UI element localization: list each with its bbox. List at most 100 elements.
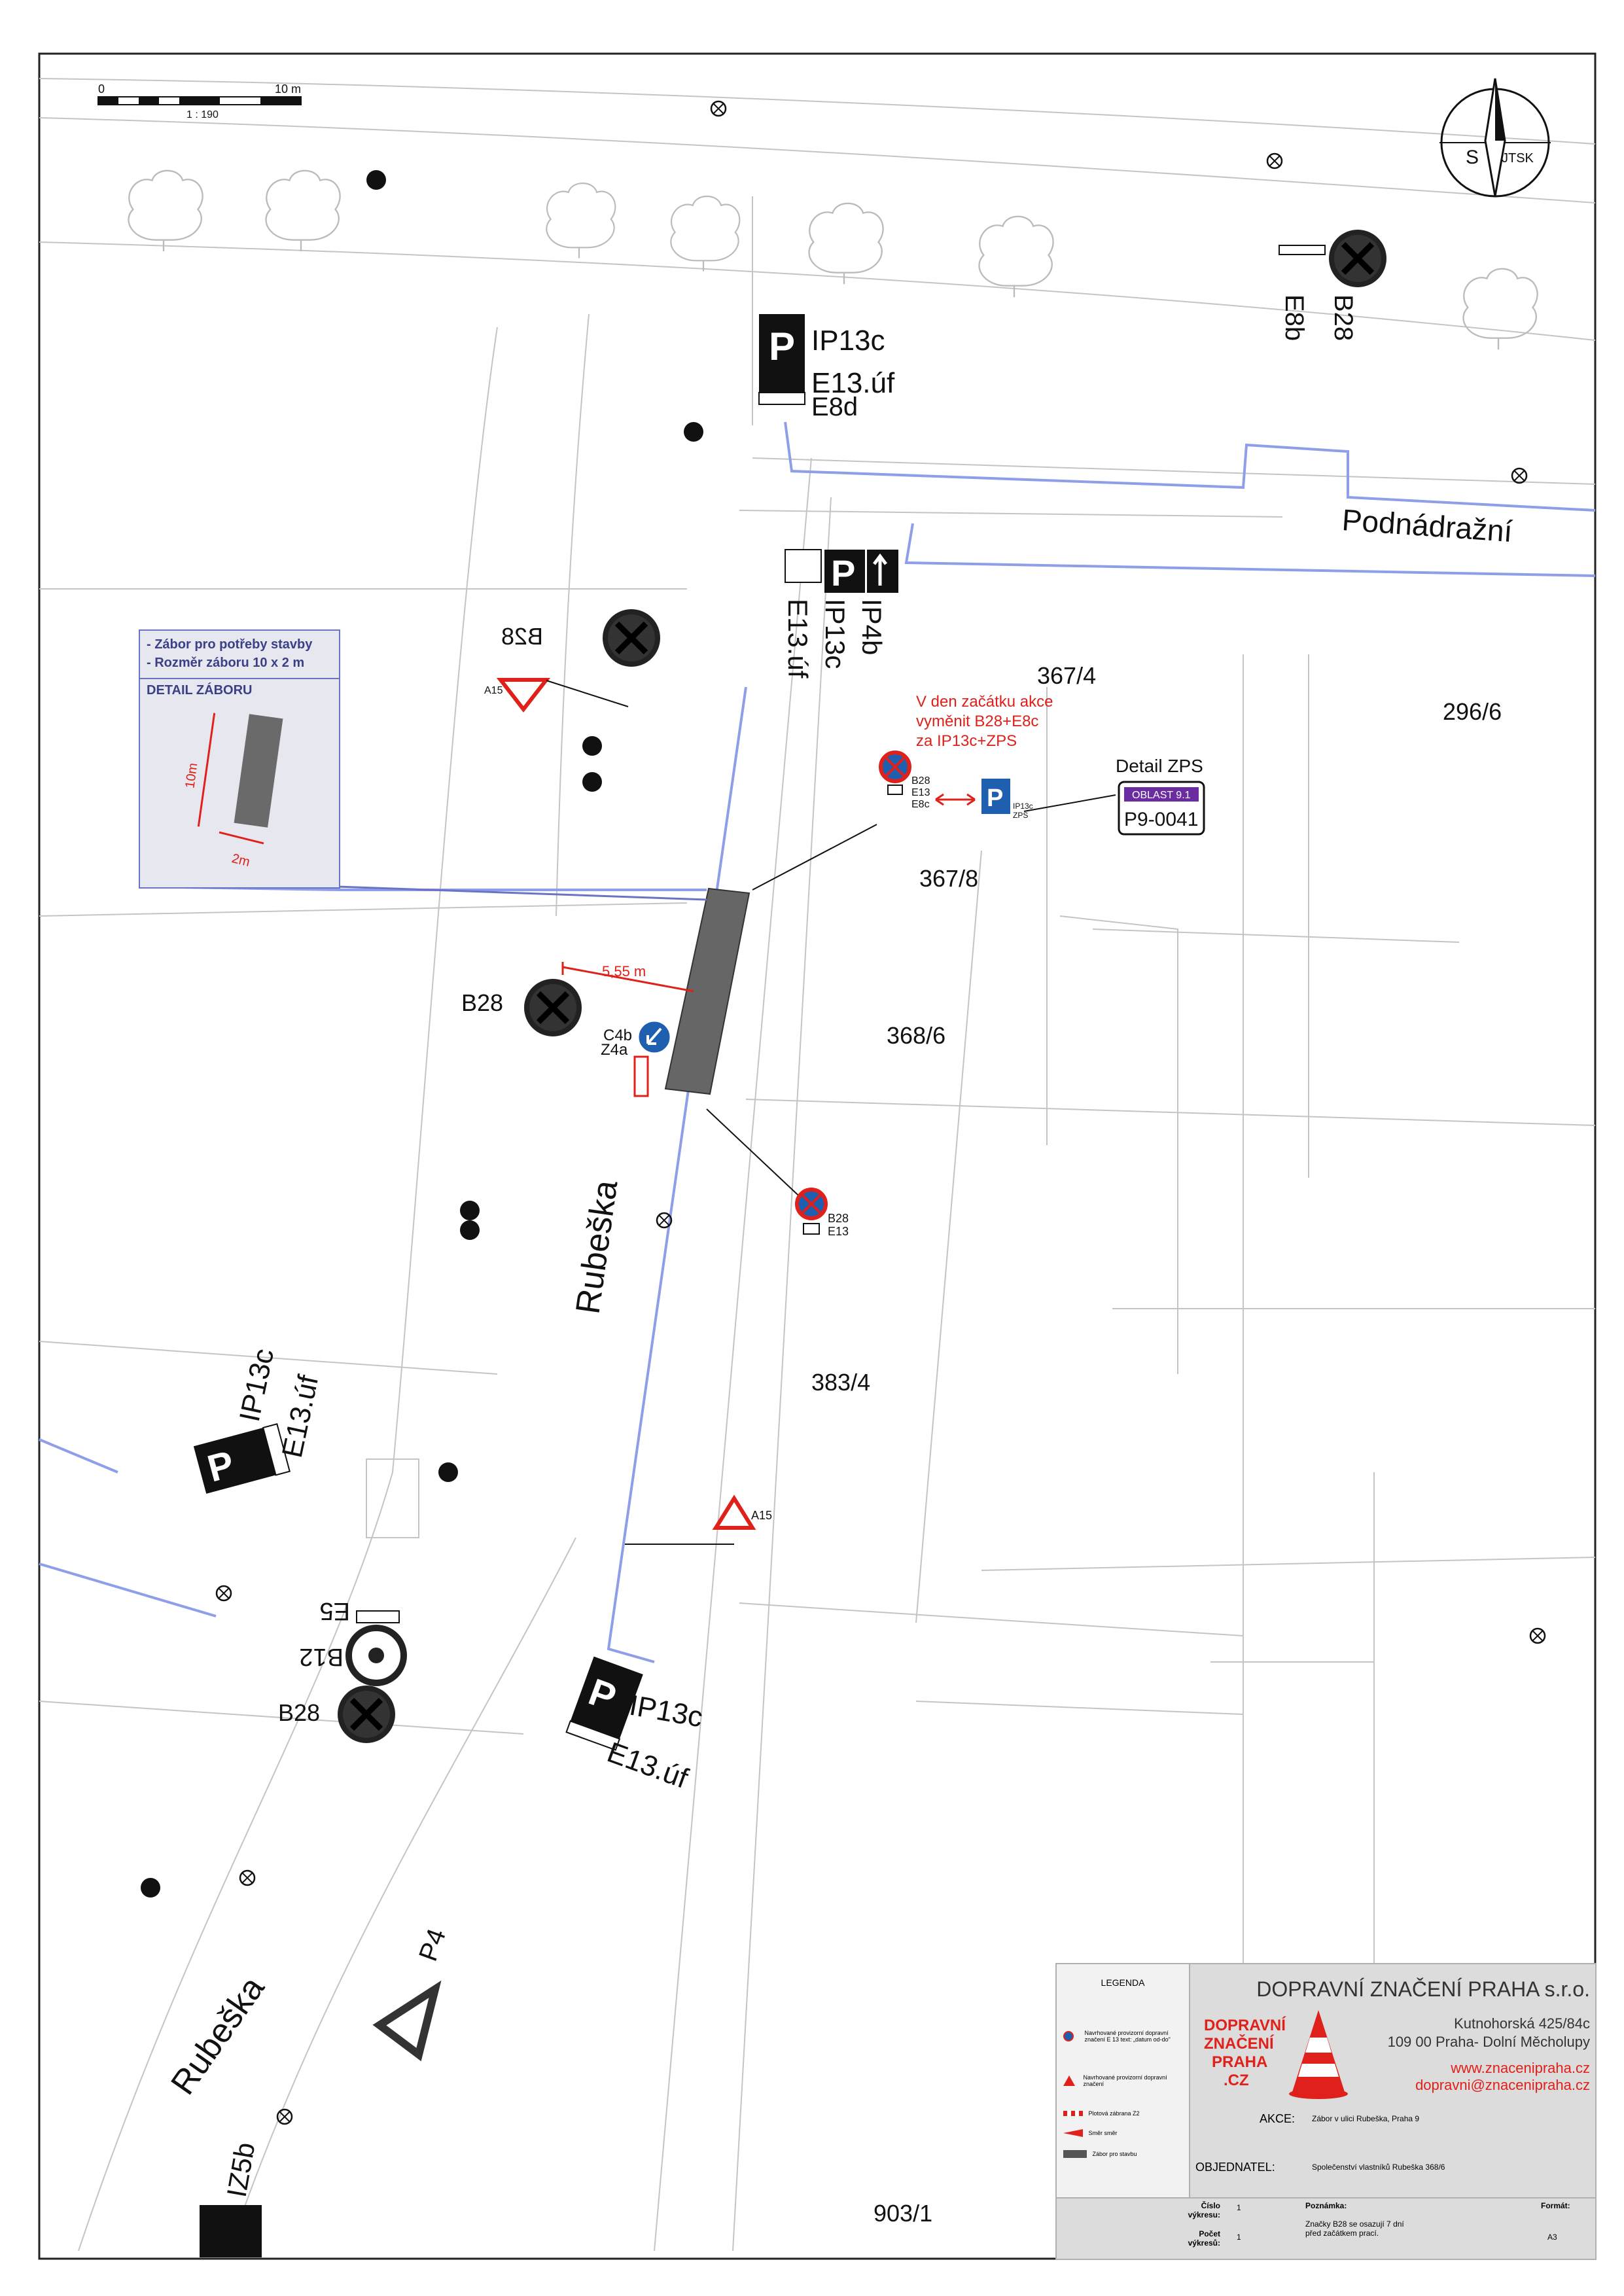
ip13c-ip4b-sign: P IP13c IP4b E13.úf: [783, 549, 898, 679]
street-podnadrazni: Podnádražní: [1341, 503, 1513, 548]
parcel-296-6: 296/6: [1443, 698, 1502, 725]
traffic-cone-icon: [1289, 2010, 1348, 2099]
detail-dim-length: 10m: [183, 762, 201, 790]
detail-zps-title: Detail ZPS: [1116, 756, 1203, 776]
repl-e13-label: E13: [911, 787, 930, 798]
scale-end: 10 m: [275, 82, 301, 96]
format-label: Formát:: [1541, 2201, 1570, 2210]
scale-start: 0: [98, 82, 105, 96]
b28-sign-middle: B28: [461, 979, 582, 1036]
boundary-lines: [39, 421, 1596, 1663]
map-lines: [39, 78, 1596, 2252]
detail-zps-zone: OBLAST 9.1: [1132, 790, 1191, 801]
p4-label: P4: [414, 1925, 451, 1965]
note-line2: vyměnit B28+E8c: [916, 713, 1038, 730]
legend-icon-5: [1063, 2150, 1087, 2158]
objednatel-label: OBJEDNATEL:: [1195, 2161, 1275, 2174]
legend-item-5: Zábor pro stavbu: [1063, 2150, 1184, 2158]
b12-e5-signs: E5 B12: [299, 1597, 407, 1686]
e13uf-label-rotated: E13.úf: [783, 599, 813, 679]
akce-label: AKCE:: [1260, 2112, 1296, 2125]
detail-zps-code: P9-0041: [1124, 809, 1198, 830]
b28-sign-upper-left: B28: [501, 609, 660, 667]
ip13c-sign-bottom: P: [565, 1656, 643, 1751]
b28-small-label: B28: [828, 1212, 849, 1225]
ip13c-label-bottom: IP13c: [627, 1689, 705, 1734]
parcel-903-1: 903/1: [874, 2200, 932, 2227]
poznamka-label: Poznámka:: [1305, 2201, 1347, 2210]
e13-small-label: E13: [828, 1225, 849, 1238]
svg-text:P: P: [831, 552, 855, 593]
dimension-label: 5,55 m: [602, 963, 646, 980]
scale-ratio: 1 : 190: [186, 109, 219, 120]
c4b-z4a-signs: C4b Z4a: [601, 1019, 672, 1097]
pocet-label: Počet výkresů:: [1188, 2229, 1220, 2248]
company-address1: Kutnohorská 425/84c: [1454, 2015, 1590, 2032]
b28-sign-lower: B28: [278, 1686, 395, 1743]
post-dots: [141, 170, 703, 1898]
e5-label: E5: [320, 1597, 350, 1625]
legend-item-4: Směr směr: [1063, 2129, 1184, 2137]
legend-icon-4: [1063, 2129, 1083, 2137]
legend-icon-3: [1063, 2110, 1083, 2116]
parcel-367-4: 367/4: [1037, 662, 1096, 689]
cislo-label: Číslo výkresu:: [1188, 2201, 1220, 2219]
ip13c-label-left: IP13c: [234, 1346, 280, 1424]
legend-item-2: Navrhované provizorní dopravní značení: [1063, 2074, 1184, 2087]
e13uf-label-left: E13.úf: [276, 1372, 325, 1460]
poznamka-value: Značky B28 se osazují 7 dní před začátke…: [1305, 2219, 1404, 2238]
a15-label-lower: A15: [751, 1509, 772, 1522]
b28-label-middle: B28: [461, 989, 503, 1016]
iz5b-label: IZ5b: [221, 2140, 261, 2200]
z4a-label: Z4a: [601, 1041, 628, 1059]
b12-label: B12: [299, 1643, 344, 1670]
detail-line1: - Zábor pro potřeby stavby: [147, 637, 313, 652]
objednatel-value: Společenství vlastníků Rubeška 368/6: [1312, 2163, 1445, 2172]
b28-e13-small-sign: B28 E13: [795, 1188, 849, 1238]
a15-label-upper: A15: [484, 685, 503, 696]
iz5b-sign: IZ5b: [200, 2140, 262, 2257]
repl-zps-label: ZPS: [1013, 811, 1028, 820]
ip13c-sign-top: P IP13c E13.úf E8d: [758, 314, 895, 421]
legend-icon-1: [1063, 2031, 1074, 2041]
replacement-signs: B28 E13 E8c P IP13c ZPS: [879, 751, 1116, 820]
b28-label-top-right: B28: [1329, 294, 1358, 341]
a15-sign-lower: A15: [625, 1494, 772, 1545]
e8b-label: E8b: [1280, 294, 1309, 341]
north-arrow: S JTSK: [1439, 78, 1551, 198]
detail-closure-shape: [234, 714, 283, 828]
page-frame: [38, 52, 1597, 2260]
b28-label-upper-left: B28: [501, 623, 543, 650]
repl-b28-label: B28: [911, 775, 930, 786]
cislo-value: 1: [1237, 2203, 1241, 2212]
a15-sign-upper: A15: [484, 678, 629, 713]
detail-zps: Detail ZPS OBLAST 9.1 P9-0041: [1116, 756, 1205, 836]
title-block: LEGENDA Navrhované provizorní dopravní z…: [1055, 1963, 1597, 2260]
detail-zaboru-box: - Zábor pro potřeby stavby - Rozměr zábo…: [139, 629, 340, 889]
company-web: www.znacenipraha.cz: [1451, 2060, 1590, 2076]
repl-e8c-label: E8c: [911, 799, 930, 810]
ip13c-label-top: IP13c: [811, 325, 885, 357]
ip13c-label-rotated: IP13c: [820, 599, 851, 669]
note-line1: V den začátku akce: [916, 693, 1053, 711]
note-text: V den začátku akce vyměnit B28+E8c za IP…: [916, 693, 1053, 750]
svg-text:P: P: [769, 325, 795, 368]
parcel-383-4: 383/4: [811, 1369, 870, 1396]
company-name: DOPRAVNÍ ZNAČENÍ PRAHA s.r.o.: [1256, 1977, 1590, 2001]
detail-dim-width: 2m: [230, 851, 252, 870]
e8d-label: E8d: [811, 393, 858, 421]
north-jtsk-label: JTSK: [1502, 151, 1534, 166]
company-logo: DOPRAVNÍ ZNAČENÍ PRAHA .CZ: [1204, 2017, 1286, 2089]
street-lamps: [215, 100, 1546, 2125]
detail-title: DETAIL ZÁBORU: [147, 683, 253, 698]
format-value: A3: [1547, 2233, 1557, 2242]
detail-line2: - Rozměr záboru 10 x 2 m: [147, 656, 305, 670]
company-address2: 109 00 Praha- Dolní Měcholupy: [1387, 2034, 1590, 2050]
scale-bar: 0 10 m 1 : 190: [97, 82, 302, 120]
note-line3: za IP13c+ZPS: [916, 732, 1017, 750]
legend-item-1: Navrhované provizorní dopravní značení E…: [1063, 2030, 1184, 2043]
company-email: dopravni@znacenipraha.cz: [1415, 2077, 1590, 2093]
ip13c-sign-left: P: [193, 1423, 291, 1494]
e13uf-label-top: E13.úf: [811, 367, 895, 399]
